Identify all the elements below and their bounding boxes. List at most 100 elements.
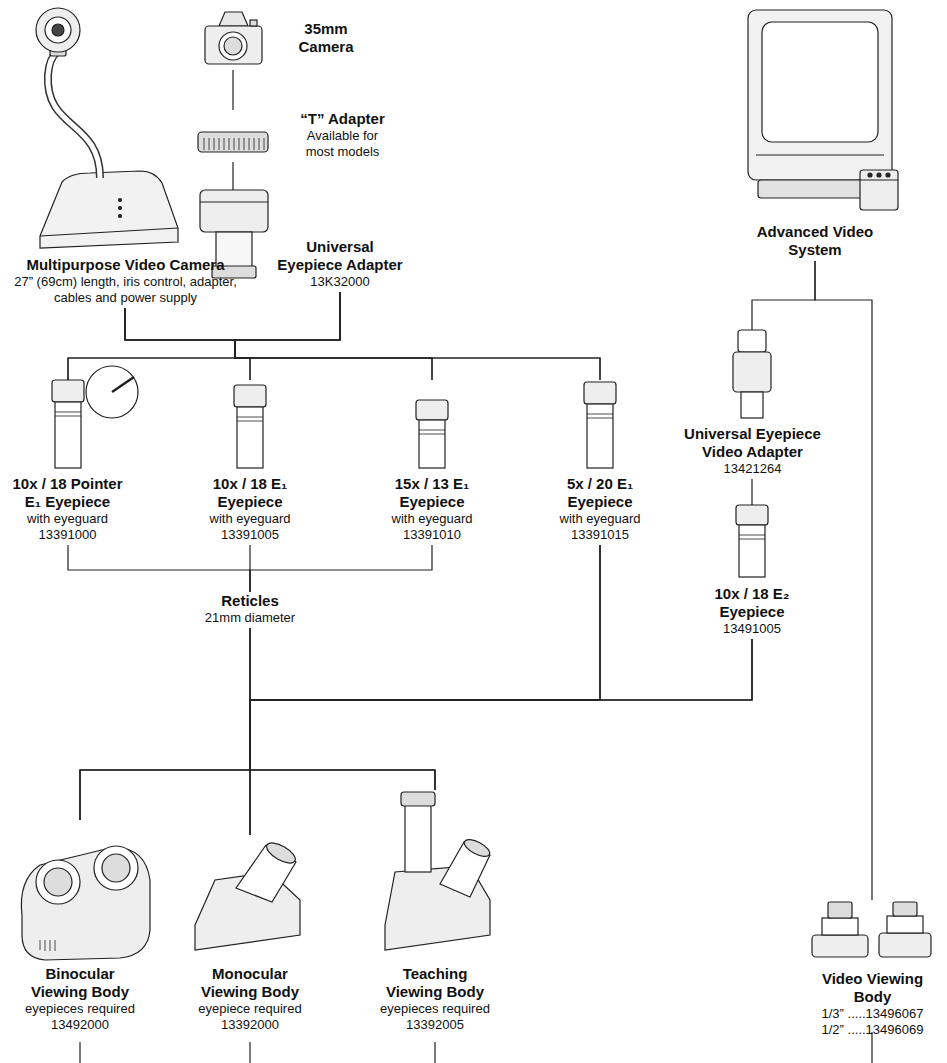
eyepiece-ridge: [587, 414, 613, 418]
text-group: 15x / 13 E₁ Eyepiecewith eyeguard1339101…: [372, 475, 492, 543]
connector-line: [232, 70, 233, 110]
item-detail: eyepieces required: [375, 1001, 495, 1017]
item-detail: with eyeguard: [540, 511, 660, 527]
component-item: 10x / 18 E₁ Eyepiecewith eyeguard1339100…: [190, 380, 310, 545]
video-adapter-neck: [741, 392, 763, 418]
camera-lens-inner: [224, 37, 242, 55]
monocular-body: [195, 839, 300, 950]
adapter-top: [828, 902, 852, 918]
connector-line: [235, 292, 432, 380]
eyepiece-ridge: [419, 430, 445, 434]
item-name: Universal Eyepiece Adapter: [275, 238, 405, 274]
base-dot: [119, 207, 122, 210]
eyepiece-ridge: [55, 412, 81, 416]
item-detail: 21mm diameter: [190, 610, 310, 626]
component-item: Monocular Viewing Bodyeyepiece required1…: [190, 835, 310, 1035]
camera-body: [205, 26, 262, 64]
connector-line: [250, 628, 435, 790]
item-detail: 13391015: [540, 527, 660, 543]
connector-line: [80, 628, 250, 820]
monocular-opening: [264, 839, 299, 867]
connector-line: [752, 261, 815, 330]
item-detail: 13392000: [190, 1017, 310, 1033]
text-group: 10x / 18 E₁ Eyepiecewith eyeguard1339100…: [190, 475, 310, 543]
text-group: Universal Eyepiece Adapter13K32000: [275, 238, 405, 290]
video-adapter: [733, 330, 771, 418]
adapter-base: [812, 935, 868, 957]
connector-line: [815, 261, 872, 900]
eyepieces: [52, 366, 616, 468]
adapter-band: [200, 201, 268, 202]
component-item: Universal Eyepiece Video Adapter13421264: [680, 330, 825, 479]
binocular-body: [21, 846, 150, 960]
text-group: Advanced Video System: [750, 223, 880, 259]
binocular-lens: [102, 854, 130, 882]
item-detail: 13392005: [375, 1017, 495, 1033]
connector-line: [80, 639, 752, 820]
continuation-line: [79, 1042, 80, 1063]
item-name: 5x / 20 E₁ Eyepiece: [540, 475, 660, 511]
eyepiece-cup: [584, 382, 616, 404]
binocular-knurl: [40, 940, 55, 951]
camera-prism: [219, 12, 248, 26]
eyepiece-body: [237, 407, 263, 468]
item-detail: with eyeguard: [5, 511, 130, 527]
camera-box-dot: [868, 173, 872, 177]
item-detail: 13421264: [680, 461, 825, 477]
text-group: Reticles21mm diameter: [190, 592, 310, 626]
connector-line: [250, 545, 600, 835]
eyepiece-body: [419, 420, 445, 468]
adapter-ring: [198, 132, 268, 152]
connector-line: [232, 162, 233, 190]
camera-lens-center: [52, 24, 64, 36]
connector-line: [250, 639, 752, 835]
item-detail: 13K32000: [275, 274, 405, 290]
connector-line: [235, 292, 340, 380]
item-detail: eyepiece required: [190, 1001, 310, 1017]
text-group: Teaching Viewing Bodyeyepieces required1…: [375, 965, 495, 1033]
video-camera-box: [860, 170, 898, 210]
component-item: 15x / 13 E₁ Eyepiecewith eyeguard1339101…: [372, 380, 492, 545]
camera-box-dot: [877, 173, 881, 177]
item-name: Multipurpose Video Camera: [8, 256, 243, 274]
monitor-case: [748, 10, 892, 180]
text-group: Monocular Viewing Bodyeyepiece required1…: [190, 965, 310, 1033]
eyepiece-cup: [416, 400, 448, 420]
eyepiece-body: [587, 404, 613, 468]
adapter-top: [893, 902, 917, 916]
camera-box-top: [860, 179, 898, 180]
item-name: Binocular Viewing Body: [20, 965, 140, 1001]
eyepiece-cup: [234, 385, 266, 407]
component-item: 10x / 18 Pointer E₁ Eyepiecewith eyeguar…: [5, 380, 130, 545]
component-item: Video Viewing Body1/3” .....134960671/2”…: [805, 900, 940, 1040]
item-detail: 1/2” .....13496069: [805, 1022, 940, 1038]
pointer-reticle: [86, 366, 138, 418]
connector-line: [68, 545, 250, 592]
item-name: Advanced Video System: [750, 223, 880, 259]
teaching-opening: [462, 836, 492, 860]
adapter-base: [879, 933, 931, 957]
text-group: “T” AdapterAvailable for most models: [295, 110, 390, 160]
continuation-ticks: [80, 1032, 872, 1063]
component-item: 35mm Camera: [200, 8, 360, 70]
continuation-line: [434, 1042, 435, 1063]
connector-line: [68, 292, 340, 380]
text-group: Video Viewing Body1/3” .....134960671/2”…: [805, 970, 940, 1038]
video-adapter-top: [738, 330, 766, 352]
text-group: Universal Eyepiece Video Adapter13421264: [680, 425, 825, 477]
item-name: 35mm Camera: [295, 20, 357, 56]
item-detail: Available for most models: [295, 128, 390, 160]
item-detail: 27” (69cm) length, iris control, adapter…: [8, 274, 243, 306]
component-item: Teaching Viewing Bodyeyepieces required1…: [375, 790, 495, 1035]
item-detail: 13491005: [692, 621, 812, 637]
component-item: “T” AdapterAvailable for most models: [195, 110, 395, 162]
slr-camera: [205, 12, 262, 64]
continuation-line: [249, 1042, 250, 1063]
text-group: 10x / 18 E₂ Eyepiece13491005: [692, 585, 812, 637]
eyepiece-body: [739, 525, 765, 577]
item-detail: 1/3” .....13496067: [805, 1006, 940, 1022]
eyepiece-cup: [52, 380, 84, 402]
connector-line: [250, 545, 600, 790]
adapter-top: [200, 190, 268, 232]
item-name: Monocular Viewing Body: [190, 965, 310, 1001]
